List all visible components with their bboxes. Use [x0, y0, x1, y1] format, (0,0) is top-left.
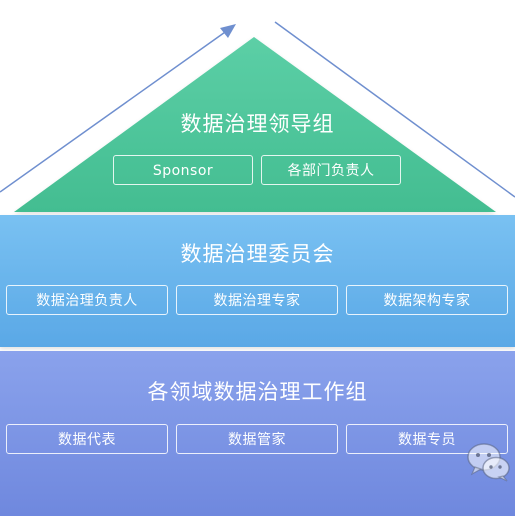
role-box-data-steward: 数据管家	[176, 424, 338, 454]
top-tier-title: 数据治理领导组	[180, 112, 335, 136]
wechat-icon	[467, 443, 510, 482]
role-box-architecture-expert: 数据架构专家	[346, 285, 508, 315]
role-box-governance-expert: 数据治理专家	[176, 285, 338, 315]
role-box-data-representative: 数据代表	[6, 424, 168, 454]
top-tier-shape	[14, 37, 496, 212]
bottom-tier-shape	[0, 351, 515, 516]
arrow-head-icon	[220, 24, 236, 38]
role-box-data-specialist: 数据专员	[346, 424, 508, 454]
middle-tier-title: 数据治理委员会	[180, 242, 335, 266]
bottom-tier-title: 各领域数据治理工作组	[147, 380, 368, 404]
arrow-line-right	[274, 21, 515, 198]
arrow-line-left	[0, 29, 229, 193]
role-box-sponsor: Sponsor	[113, 155, 253, 185]
middle-tier-shape	[0, 215, 515, 347]
role-box-governance-lead: 数据治理负责人	[6, 285, 168, 315]
role-box-department-heads: 各部门负责人	[261, 155, 401, 185]
